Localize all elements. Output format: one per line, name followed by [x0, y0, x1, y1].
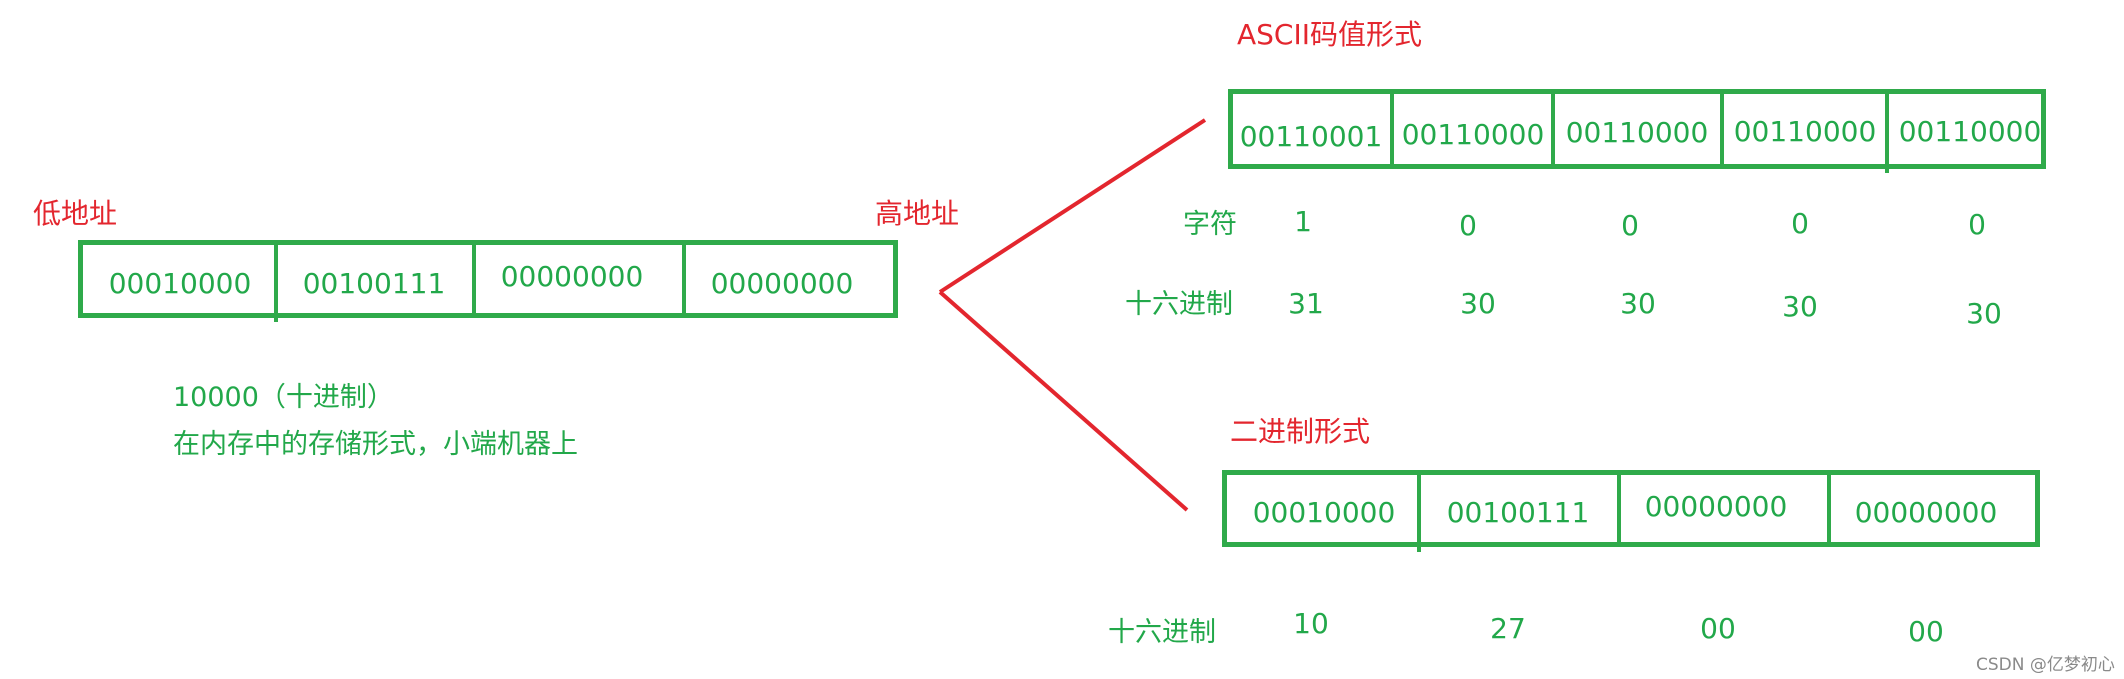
ascii-char-value: 0 [1459, 209, 1477, 242]
cell-divider [1551, 89, 1555, 169]
cell-divider [274, 240, 278, 322]
binary-hex-value: 00 [1700, 612, 1736, 645]
memory-cell-byte: 00000000 [710, 267, 854, 300]
ascii-cell-byte: 00110000 [1733, 115, 1877, 148]
cell-divider [682, 240, 686, 318]
ascii-cell-byte: 00110000 [1401, 118, 1545, 151]
ascii-hex-value: 31 [1288, 287, 1324, 320]
binary-hex-value: 00 [1908, 615, 1944, 648]
cell-divider [1617, 470, 1621, 547]
ascii-char-value: 1 [1294, 205, 1312, 238]
binary-hex-value: 10 [1293, 607, 1329, 640]
binary-cell-byte: 00000000 [1644, 490, 1788, 523]
cell-divider [1390, 89, 1394, 169]
connector-line-upper [938, 118, 1207, 294]
storage-form-note: 在内存中的存储形式，小端机器上 [173, 429, 578, 460]
memory-box-ascii [1228, 89, 2046, 169]
high-address-label: 高地址 [875, 197, 960, 230]
ascii-hex-value: 30 [1966, 297, 2002, 330]
watermark: CSDN @亿梦初心 [1976, 655, 2115, 675]
ascii-hex-value: 30 [1460, 287, 1496, 320]
ascii-hex-value: 30 [1782, 290, 1818, 323]
binary-cell-byte: 00100111 [1446, 496, 1590, 529]
low-address-label: 低地址 [33, 197, 118, 230]
ascii-hex-value: 30 [1620, 287, 1656, 320]
memory-cell-byte: 00010000 [108, 267, 252, 300]
binary-form-title: 二进制形式 [1230, 415, 1371, 448]
cell-divider [1417, 470, 1421, 552]
binary-cell-byte: 00010000 [1252, 496, 1396, 529]
connector-line-lower [938, 290, 1189, 512]
cell-divider [472, 240, 476, 318]
ascii-form-title: ASCII码值形式 [1237, 18, 1422, 51]
decimal-value-note: 10000（十进制） [173, 382, 394, 413]
memory-cell-byte: 00100111 [302, 267, 446, 300]
memory-box-left [78, 240, 898, 318]
ascii-char-value: 0 [1791, 207, 1809, 240]
ascii-char-value: 0 [1968, 208, 1986, 241]
binary-hex-value: 27 [1490, 612, 1526, 645]
binary-hex-row-label: 十六进制 [1108, 617, 1216, 648]
cell-divider [1827, 470, 1831, 547]
binary-cell-byte: 00000000 [1854, 496, 1998, 529]
memory-cell-byte: 00000000 [500, 260, 644, 293]
hex-row-label: 十六进制 [1125, 289, 1233, 320]
cell-divider [1885, 89, 1889, 173]
memory-box-binary [1222, 470, 2040, 547]
ascii-cell-byte: 00110000 [1565, 116, 1709, 149]
ascii-cell-byte: 00110000 [1898, 115, 2042, 148]
cell-divider [1720, 89, 1724, 169]
ascii-char-value: 0 [1621, 209, 1639, 242]
char-row-label: 字符 [1183, 209, 1237, 240]
ascii-cell-byte: 00110001 [1239, 120, 1383, 153]
